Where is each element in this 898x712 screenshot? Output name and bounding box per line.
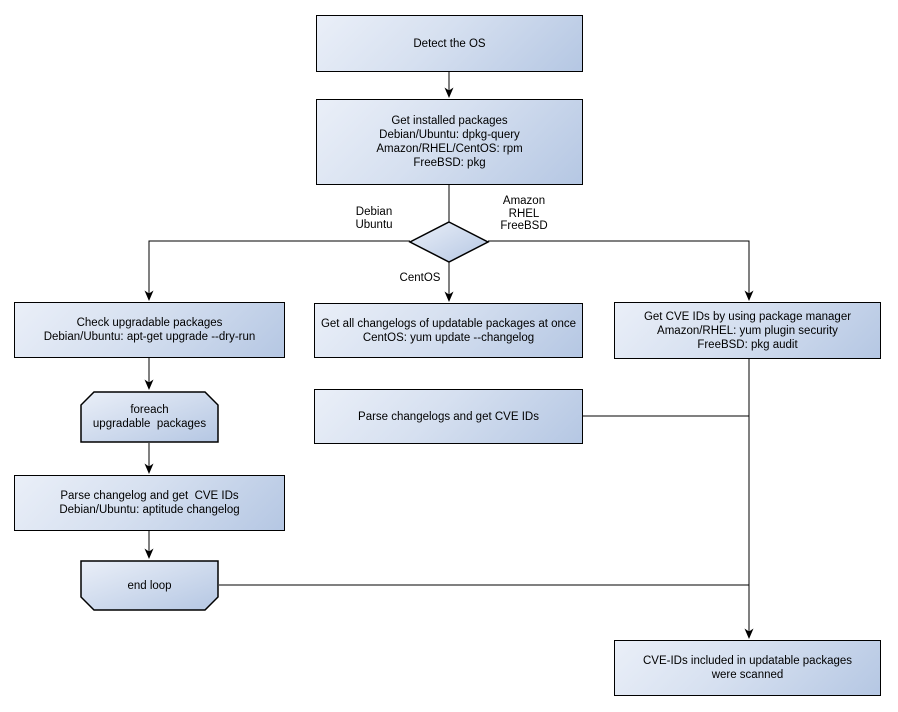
edge-label-centos: CentOS xyxy=(399,272,441,284)
loop-end-shape xyxy=(80,560,219,611)
node-get-installed-packages-label: Get installed packages Debian/Ubuntu: dp… xyxy=(376,115,523,169)
decision-diamond xyxy=(408,221,490,263)
node-get-cve-ids-by-package-manager-label: Get CVE IDs by using package manager Ama… xyxy=(643,310,852,351)
node-get-all-changelogs: Get all changelogs of updatable packages… xyxy=(314,303,583,358)
node-get-all-changelogs-label: Get all changelogs of updatable packages… xyxy=(320,317,577,344)
node-detect-os-label: Detect the OS xyxy=(413,37,486,50)
node-parse-changelogs-label: Parse changelogs and get CVE IDs xyxy=(358,410,539,423)
node-check-upgradable-packages-label: Check upgradable packages Debian/Ubuntu:… xyxy=(43,317,256,343)
node-detect-os: Detect the OS xyxy=(316,15,583,72)
edge-label-amazon-rhel-freebsd: Amazon RHEL FreeBSD xyxy=(500,195,548,232)
node-check-upgradable-packages: Check upgradable packages Debian/Ubuntu:… xyxy=(14,302,285,358)
edge-decision-to-left xyxy=(148,240,410,299)
node-result-scanned-label: CVE-IDs included in updatable packages w… xyxy=(642,655,853,681)
node-result-scanned: CVE-IDs included in updatable packages w… xyxy=(614,640,881,696)
node-parse-changelog: Parse changelog and get CVE IDs Debian/U… xyxy=(14,475,285,531)
edge-decision-to-right xyxy=(488,240,750,299)
loop-start-shape xyxy=(80,391,219,443)
edge-label-debian-ubuntu: Debian Ubuntu xyxy=(355,206,393,231)
node-parse-changelogs: Parse changelogs and get CVE IDs xyxy=(314,389,583,444)
arrowheads xyxy=(144,87,754,639)
node-foreach-loop: foreach upgradable packages xyxy=(80,391,219,443)
node-get-installed-packages: Get installed packages Debian/Ubuntu: dp… xyxy=(316,99,583,185)
node-parse-changelog-label: Parse changelog and get CVE IDs Debian/U… xyxy=(59,490,240,516)
node-get-cve-ids-by-package-manager: Get CVE IDs by using package manager Ama… xyxy=(614,302,881,359)
node-foreach-loop-label: foreach upgradable packages xyxy=(92,404,207,430)
node-end-loop: end loop xyxy=(80,560,219,611)
node-end-loop-label: end loop xyxy=(127,579,172,592)
